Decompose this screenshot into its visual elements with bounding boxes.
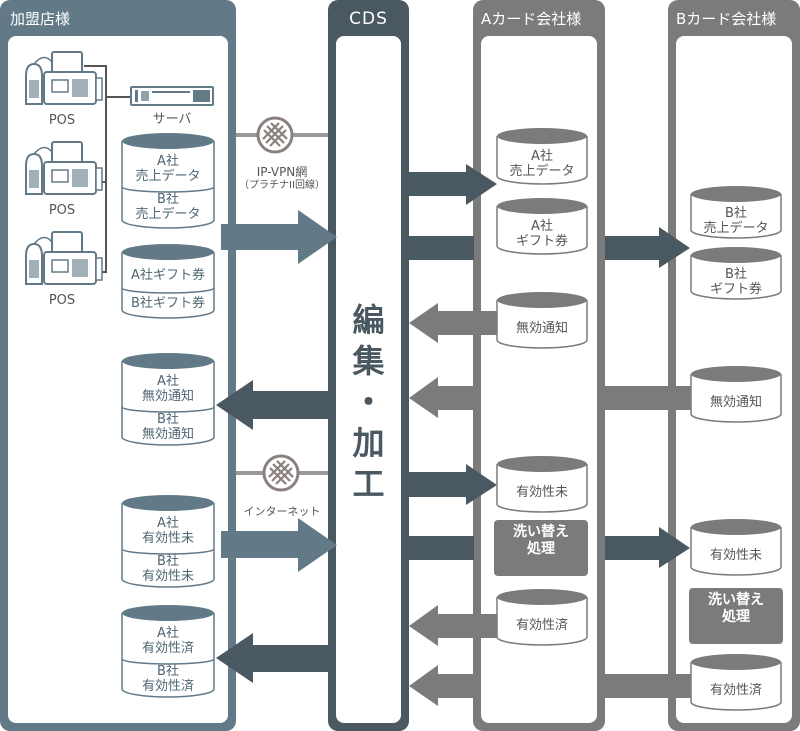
- arrow-a-verified-to-cds: [409, 605, 505, 646]
- db-merchant-verified-label: A社有効性済: [141, 626, 194, 656]
- db-merchant-verified: [121, 605, 215, 698]
- db-b-sales: [690, 186, 782, 239]
- db-a-gift: [496, 198, 588, 255]
- db-a-invalid: [496, 292, 588, 349]
- vpn-label: IP-VPN網 （プラチナII回線）: [236, 165, 328, 193]
- arrow-cds-to-a-sales: [409, 164, 497, 205]
- arrow-b-verified-to-cds: [409, 665, 474, 706]
- process-line: 処理: [527, 541, 555, 557]
- process-line: 処理: [722, 609, 750, 625]
- arrow-a-invalid-to-cds: [409, 303, 505, 343]
- card-b-reconcile-process: 洗い替え 処理: [689, 588, 783, 644]
- card-b-panel-title: Bカード会社様: [676, 10, 777, 28]
- bar-b-invalid: [605, 386, 700, 410]
- db-merchant-invalid-label: B社無効通知: [141, 412, 194, 442]
- pos-label: POS: [48, 113, 76, 128]
- server-label: サーバ: [152, 112, 192, 127]
- db-a-gift-label: A社ギフト券: [515, 219, 568, 249]
- arrow-cds-to-merchant-invalid: [216, 380, 329, 430]
- pos-terminal-icon: [25, 231, 103, 285]
- db-a-unverified-label: 有効性未: [515, 484, 568, 500]
- db-b-sales-label: B社売上データ: [703, 206, 769, 236]
- db-merchant-unverified-label: B社有効性未: [141, 554, 194, 584]
- process-line: 洗い替え: [513, 524, 569, 540]
- db-merchant-gift-label: B社ギフト券: [131, 295, 205, 311]
- ip-vpn-network-icon: [256, 116, 294, 154]
- cds-process-char: 編: [352, 301, 385, 339]
- merchant-panel-title: 加盟店様: [10, 10, 71, 28]
- arrow-merchant-to-cds-lower: [221, 518, 337, 572]
- cds-process-char: 加: [352, 424, 385, 462]
- db-merchant-gift: [121, 244, 215, 319]
- pos-label: POS: [48, 293, 76, 308]
- db-a-sales-label: A社売上データ: [509, 149, 575, 179]
- db-merchant-gift-label: A社ギフト券: [131, 267, 205, 283]
- cds-process-char: ・: [352, 383, 385, 421]
- db-merchant-unverified-label: A社有効性未: [141, 516, 194, 546]
- db-a-verified-label: 有効性済: [515, 617, 568, 633]
- db-a-verified: [496, 589, 588, 646]
- bar-cds-to-b-gift: [409, 236, 474, 260]
- arrow-cds-to-merchant-verified: [216, 633, 329, 683]
- db-b-verified-label: 有効性済: [709, 682, 762, 698]
- db-merchant-sales-label: A社売上データ: [135, 154, 201, 184]
- process-line: 洗い替え: [708, 592, 764, 608]
- pos-terminal-icon: [25, 51, 103, 105]
- card-a-reconcile-process: 洗い替え 処理: [494, 520, 588, 576]
- cds-process-label: 編 集 ・ 加 工: [328, 300, 409, 505]
- cds-process-char: 工: [352, 465, 385, 503]
- db-b-unverified: [690, 519, 782, 576]
- vpn-label-line2: （プラチナII回線）: [239, 180, 325, 191]
- db-b-gift: [690, 247, 782, 300]
- db-b-invalid-label: 無効通知: [709, 394, 762, 410]
- card-a-panel-title: Aカード会社様: [481, 10, 582, 28]
- arrow-merchant-to-cds-upper: [221, 210, 337, 264]
- internet-network-icon: [262, 454, 300, 492]
- db-b-invalid: [690, 366, 782, 423]
- db-merchant-verified-label: B社有効性済: [141, 664, 194, 694]
- db-b-unverified-label: 有効性未: [709, 547, 762, 563]
- arrow-a-to-b-gift: [605, 227, 690, 268]
- arrow-cds-to-a-unverified: [409, 464, 497, 505]
- pos-label: POS: [48, 203, 76, 218]
- internet-label: インターネット: [243, 505, 321, 518]
- cds-panel: CDS: [328, 0, 409, 731]
- cds-panel-body: [336, 36, 401, 723]
- db-merchant-invalid-label: A社無効通知: [141, 374, 194, 404]
- vpn-label-line1: IP-VPN網: [256, 165, 308, 179]
- db-merchant-unverified: [121, 495, 215, 588]
- cds-process-char: 集: [352, 342, 385, 380]
- bar-b-verified: [605, 674, 700, 698]
- arrow-b-invalid-to-cds: [409, 377, 474, 418]
- db-b-verified: [690, 654, 782, 711]
- server-icon: [130, 86, 214, 106]
- cds-panel-title: CDS: [349, 9, 388, 29]
- db-merchant-invalid: [121, 353, 215, 446]
- db-b-gift-label: B社ギフト券: [709, 267, 762, 297]
- db-merchant-sales-label: B社売上データ: [135, 192, 201, 222]
- db-a-invalid-label: 無効通知: [515, 320, 568, 336]
- db-merchant-sales: [121, 133, 215, 229]
- db-a-unverified: [496, 456, 588, 513]
- arrow-a-to-b-unverified: [605, 527, 690, 568]
- db-a-sales: [496, 128, 588, 185]
- pos-terminal-icon: [25, 141, 103, 195]
- bar-cds-to-b-process: [409, 536, 474, 560]
